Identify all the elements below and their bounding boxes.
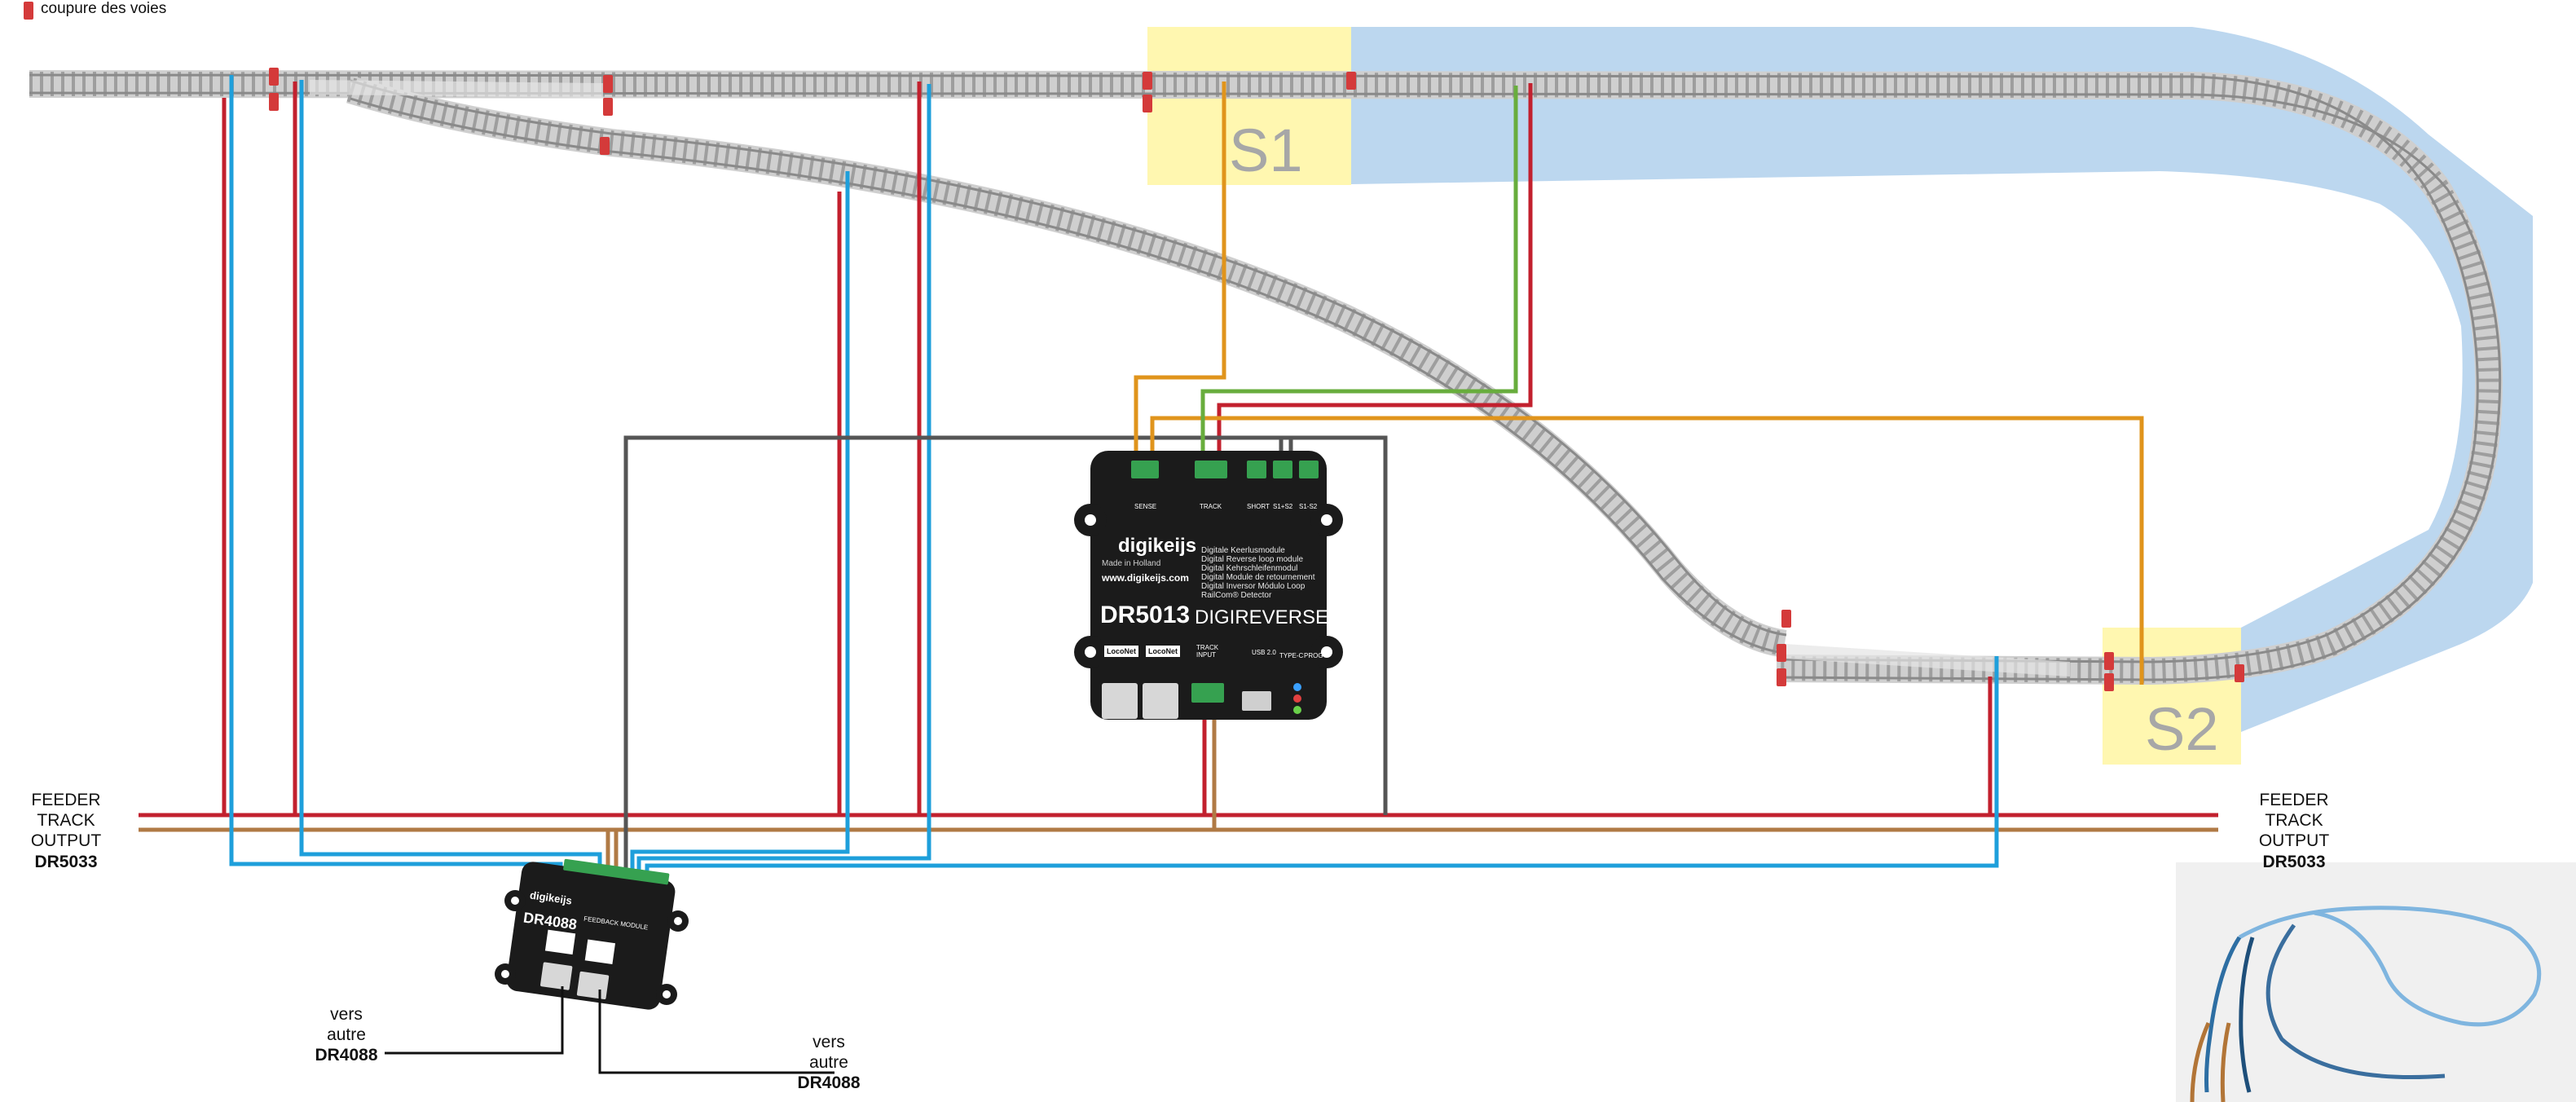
dr4088-note-2-line3: DR4088 (797, 1073, 861, 1093)
feeder-left-line2: TRACK OUTPUT (30, 811, 102, 851)
track-main (29, 70, 2503, 685)
track-cuts (269, 68, 2244, 691)
feeder-right-line2: TRACK OUTPUT (2258, 811, 2330, 851)
turnout-left (310, 80, 603, 98)
dr5013-desc-4: Digital Inversor Módulo Loop (1201, 582, 1306, 591)
orange-wire-s2 (1150, 416, 2144, 685)
dr4088-note-1-line2: autre (327, 1025, 366, 1045)
dr5013-name: DIGIREVERSE (1195, 606, 1329, 628)
grey-wire (623, 435, 1388, 871)
dr5013-port-prog: PROG (1304, 652, 1323, 659)
dr5013-desc-0: Digitale Keerlusmodule (1201, 546, 1285, 555)
dr5013-brand: digikeijs (1118, 535, 1197, 557)
dr4088-note-1: vers autre DR4088 (310, 1004, 383, 1066)
dr5013-descriptions: Digitale Keerlusmodule Digital Reverse l… (1201, 546, 1315, 600)
orange-wire-s1 (1134, 82, 1226, 471)
feeder-left-line3: DR5033 (34, 852, 98, 871)
dr4088-note-1-line1: vers (330, 1005, 363, 1024)
dr5013-port-track-input: TRACK INPUT (1196, 644, 1219, 659)
dr5013-port-s1s2: S1+S2 (1273, 503, 1293, 510)
section-s1-label: S1 (1229, 117, 1303, 184)
dr5013-tagline: Made in Holland (1102, 559, 1161, 568)
track-branch (346, 76, 1787, 658)
dr5013-desc-5: RailCom® Detector (1201, 591, 1272, 600)
feeder-label-right: FEEDER TRACK OUTPUT DR5033 (2233, 790, 2355, 872)
dr4088-note-2-line1: vers (812, 1033, 845, 1051)
dr5013-port-s1s2-b: S1-S2 (1299, 503, 1318, 510)
section-s2-label: S2 (2145, 695, 2219, 763)
dr5013-desc-1: Digital Reverse loop module (1201, 555, 1304, 564)
dr5013-port-loconet-1: LocoNet (1104, 646, 1138, 657)
feeder-left-line1: FEEDER (31, 791, 101, 809)
pointer-line-1 (385, 986, 564, 1055)
dr5013-port-short: SHORT (1247, 503, 1270, 510)
dr5013-port-sense: SENSE (1134, 503, 1157, 510)
dr4088-module (495, 858, 689, 1010)
dr5013-port-track: TRACK (1200, 503, 1222, 510)
feeder-label-left: FEEDER TRACK OUTPUT DR5033 (5, 790, 127, 872)
dr4088-note-2: vers autre DR4088 (792, 1032, 865, 1094)
dr5013-desc-2: Digital Kehrschleifenmodul (1201, 564, 1298, 573)
dr4088-note-2-line2: autre (809, 1053, 848, 1073)
dr5013-port-usb: USB 2.0 (1252, 649, 1276, 656)
dr5013-desc-3: Digital Module de retournement (1201, 573, 1315, 582)
dr5013-port-type-c: TYPE-C (1279, 652, 1304, 659)
pointer-line-2 (598, 990, 834, 1074)
dr5013-url: www.digikeijs.com (1102, 572, 1189, 584)
feeder-right-line3: DR5033 (2262, 852, 2326, 871)
section-s2-zone (2103, 628, 2241, 765)
section-s1-zone (1147, 27, 1351, 185)
dr4088-note-1-line3: DR4088 (315, 1046, 378, 1065)
green-wire (1200, 86, 1518, 471)
legend-cut-swatch (24, 2, 33, 20)
dr5013-model: DR5013 (1100, 602, 1191, 628)
legend-label: coupure des voies (41, 0, 167, 17)
feeder-right-line1: FEEDER (2259, 791, 2329, 809)
dr5013-port-loconet-2: LocoNet (1146, 646, 1180, 657)
inset-overview-map (2176, 862, 2576, 1102)
